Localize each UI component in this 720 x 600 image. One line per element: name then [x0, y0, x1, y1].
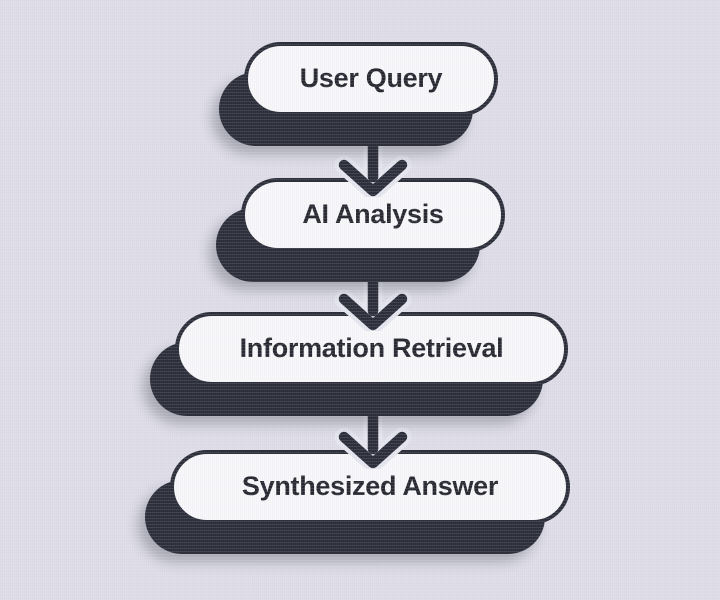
flow-node-user-query: User Query [244, 42, 498, 116]
arrow-down-icon [334, 259, 412, 331]
flow-node-label: Information Retrieval [239, 332, 504, 363]
flow-node-label: AI Analysis [302, 198, 444, 229]
arrow-down-icon [334, 397, 412, 469]
arrow-down-icon [334, 125, 412, 197]
flow-node-label: Synthesized Answer [241, 470, 499, 501]
flow-node-synthesized-answer: Synthesized Answer [170, 450, 570, 524]
flow-node-label: User Query [299, 62, 443, 93]
